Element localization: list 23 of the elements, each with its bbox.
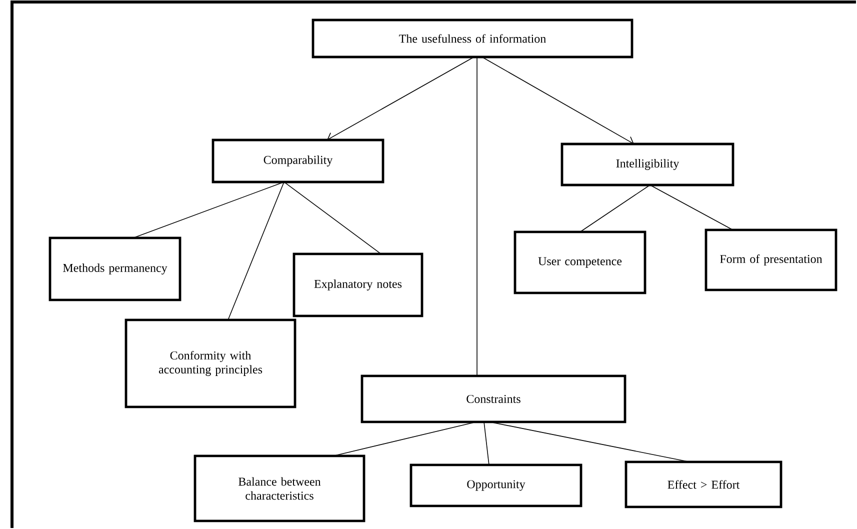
concept-box: Explanatory notes: [292, 252, 424, 318]
connector: [490, 422, 690, 462]
connector: [332, 422, 476, 456]
concept-box: Comparability: [212, 138, 384, 184]
connector: [476, 56, 478, 376]
connector: [484, 422, 490, 466]
connector: [284, 182, 382, 254]
concept-box: Constraints: [360, 374, 626, 424]
connector: [228, 182, 284, 320]
concept-box: Opportunity: [410, 464, 582, 508]
connector: [327, 56, 474, 142]
concept-box: Effect > Effort: [624, 460, 782, 508]
concept-box: Intelligibility: [560, 142, 734, 186]
concept-box: User competence: [514, 230, 646, 294]
concept-box: Methods permanency: [48, 236, 182, 302]
connector: [650, 184, 734, 230]
connector: [580, 184, 650, 232]
connector: [482, 56, 634, 145]
concept-box: The usefulness of information: [312, 18, 634, 58]
concept-box: Form of presentation: [704, 228, 838, 292]
concept-box: Conformity with accounting principles: [124, 318, 296, 408]
concept-box: Balance between characteristics: [194, 454, 366, 522]
connector: [132, 182, 284, 238]
